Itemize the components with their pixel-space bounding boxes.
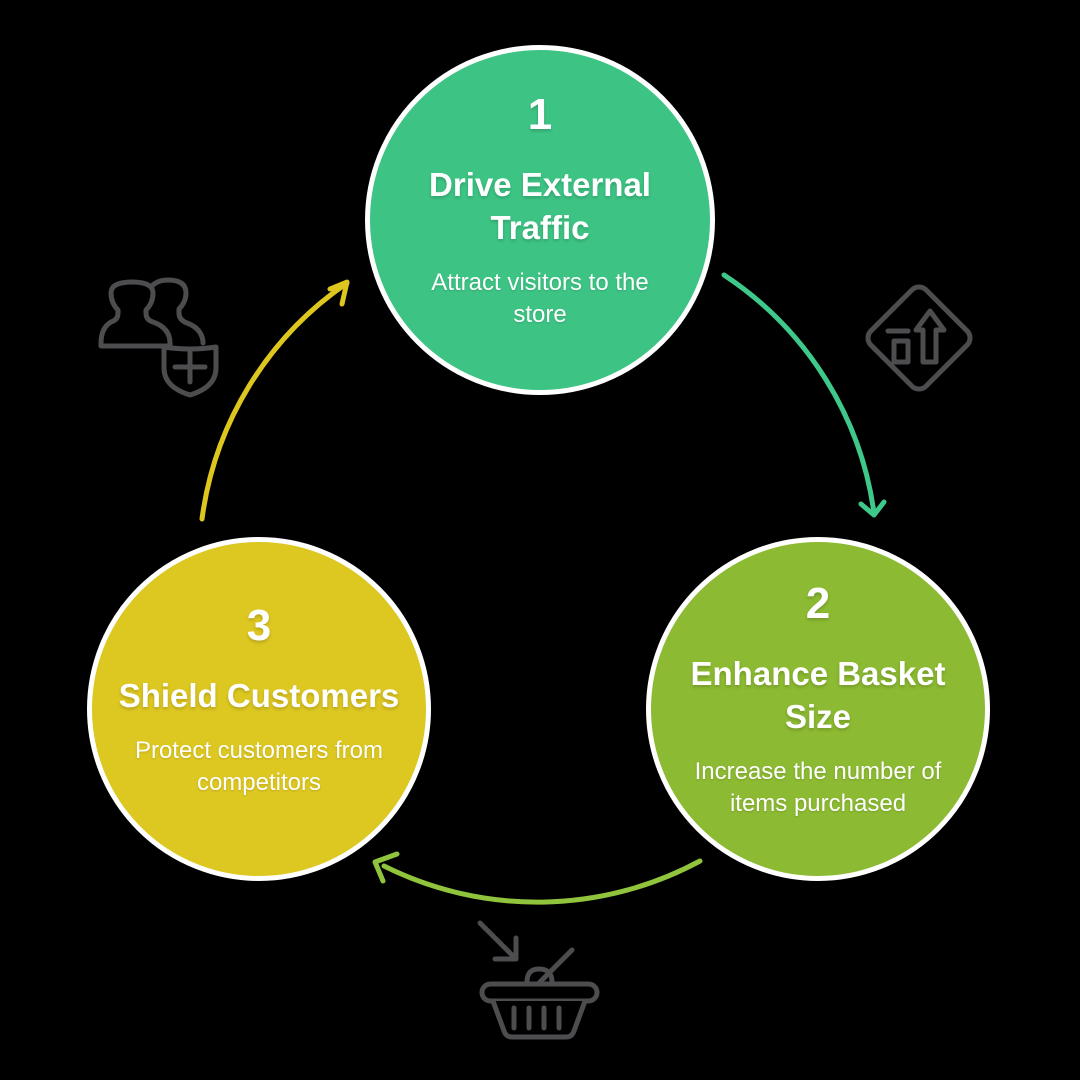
- basket-rim: [479, 981, 600, 1004]
- step-title: Enhance Basket Size: [690, 655, 946, 735]
- arrow-1-2-head-icon: [858, 499, 887, 518]
- step-3-content: 3 Shield Customers Protect customers fro…: [119, 600, 400, 799]
- step-description: Protect customers from competitors: [134, 736, 384, 796]
- arrow-2-3-curve: [381, 858, 703, 905]
- step-2-circle: 2 Enhance Basket Size Increase the numbe…: [646, 537, 990, 881]
- basket-slats: [511, 1005, 562, 1031]
- into-basket-arrow-head-icon: [492, 935, 519, 962]
- lane-block: [891, 338, 911, 365]
- back-person-icon: [148, 277, 206, 346]
- arrow-3-1-head-icon: [327, 279, 350, 307]
- arrow-step2-to-3: [372, 851, 703, 905]
- arrow-2-3-head-icon: [372, 851, 400, 884]
- traffic-lane-sign-icon: [865, 284, 973, 392]
- basket-handle: [524, 966, 555, 997]
- step-number: 3: [246, 600, 272, 650]
- basket-diagonal-item: [535, 947, 575, 987]
- customers-shield-plus-icon: [98, 277, 219, 398]
- arrow-step3-to-1: [199, 279, 350, 522]
- step-title: Drive External Traffic: [429, 166, 651, 246]
- step-3-circle: 3 Shield Customers Protect customers fro…: [87, 537, 431, 881]
- basket-body: [490, 998, 588, 1040]
- step-title: Shield Customers: [118, 676, 400, 714]
- arrow-step1-to-2: [721, 272, 887, 518]
- into-basket-arrow-shaft: [477, 920, 515, 958]
- step-1-circle: 1 Drive External Traffic Attract visitor…: [365, 45, 715, 395]
- up-arrow-icon: [913, 308, 947, 365]
- step-description: Attract visitors to the store: [431, 269, 649, 328]
- step-description: Increase the number of items purchased: [694, 758, 942, 817]
- plus-icon: [172, 349, 208, 385]
- step-2-content: 2 Enhance Basket Size Increase the numbe…: [668, 578, 968, 820]
- front-person-icon: [98, 279, 173, 349]
- step-number: 1: [527, 90, 553, 139]
- arrow-1-2-curve: [721, 272, 877, 516]
- step-number: 2: [805, 579, 831, 628]
- add-to-basket-icon: [477, 920, 600, 1040]
- arrow-3-1-curve: [199, 280, 350, 522]
- diamond-sign-outline: [865, 284, 973, 392]
- step-1-content: 1 Drive External Traffic Attract visitor…: [390, 89, 690, 331]
